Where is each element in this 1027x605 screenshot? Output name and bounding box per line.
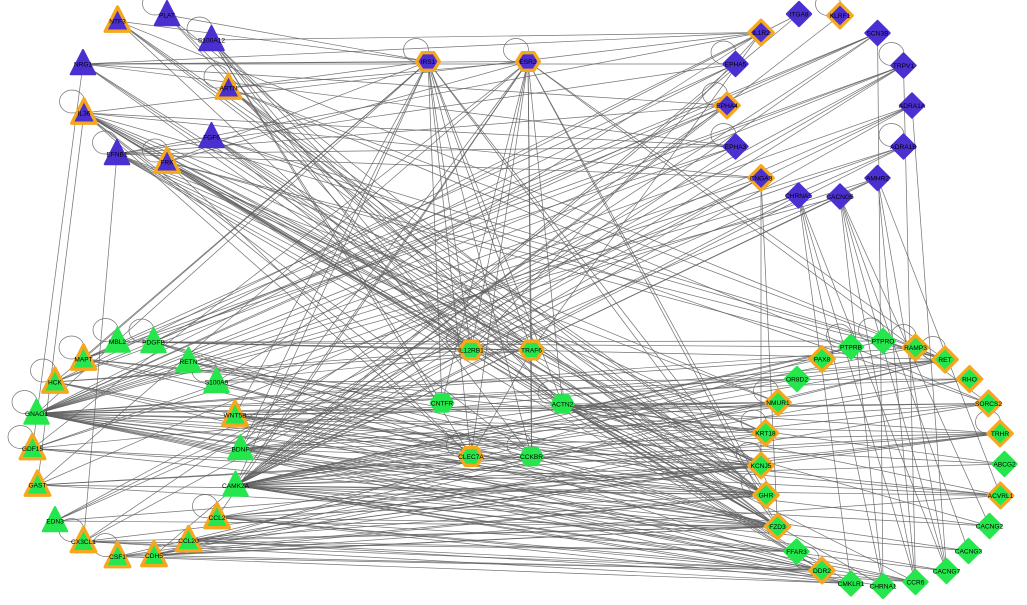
svg-text:ESR2: ESR2 — [519, 59, 537, 66]
svg-text:KRT18: KRT18 — [755, 431, 776, 438]
svg-text:EPHA3: EPHA3 — [725, 144, 747, 151]
svg-text:IL12RB1: IL12RB1 — [458, 348, 484, 355]
svg-text:CX3CL1: CX3CL1 — [71, 539, 96, 546]
svg-text:RAMP3: RAMP3 — [904, 345, 927, 352]
svg-text:CACNG3: CACNG3 — [955, 549, 983, 556]
svg-text:SCN3B: SCN3B — [867, 31, 890, 38]
svg-text:PTPRO: PTPRO — [872, 339, 895, 346]
svg-text:DDR2: DDR2 — [813, 568, 831, 575]
svg-text:CNTFR: CNTFR — [431, 401, 454, 408]
svg-text:CHRNA1: CHRNA1 — [869, 584, 896, 591]
svg-text:TRHR: TRHR — [991, 431, 1010, 438]
svg-text:MBL2: MBL2 — [109, 339, 127, 346]
svg-text:PLAT: PLAT — [159, 13, 175, 20]
svg-text:RETN: RETN — [180, 359, 198, 366]
svg-text:ARTN: ARTN — [220, 86, 238, 93]
svg-text:RHO: RHO — [962, 377, 977, 384]
svg-text:ACTN2: ACTN2 — [552, 402, 574, 409]
svg-text:CCL2: CCL2 — [209, 515, 226, 522]
svg-text:GDF15: GDF15 — [22, 446, 44, 453]
svg-text:CCL20: CCL20 — [178, 538, 199, 545]
svg-text:CMKLR1: CMKLR1 — [838, 581, 865, 588]
svg-text:ADRA1B: ADRA1B — [890, 144, 917, 151]
svg-text:CDH5: CDH5 — [145, 553, 163, 560]
svg-text:EPHA5: EPHA5 — [725, 62, 747, 69]
svg-text:FRK: FRK — [160, 160, 174, 167]
svg-text:CAMK2A: CAMK2A — [222, 483, 250, 490]
svg-text:CLEC7A: CLEC7A — [458, 454, 484, 461]
svg-text:KCNJ5: KCNJ5 — [751, 463, 772, 470]
svg-text:TRPV1: TRPV1 — [893, 63, 915, 70]
svg-text:ABCG2: ABCG2 — [993, 462, 1016, 469]
svg-text:NTF3: NTF3 — [109, 19, 126, 26]
svg-text:ITGA8: ITGA8 — [789, 12, 808, 19]
svg-text:AMHR2: AMHR2 — [866, 176, 889, 183]
svg-text:GNAO1: GNAO1 — [25, 411, 48, 418]
svg-text:MAPT: MAPT — [74, 357, 92, 364]
svg-text:FZD3: FZD3 — [769, 524, 786, 531]
svg-text:HCK: HCK — [48, 380, 63, 387]
svg-text:CSF1: CSF1 — [109, 554, 126, 561]
svg-text:NRG1: NRG1 — [74, 62, 93, 69]
svg-text:CNGA3: CNGA3 — [750, 176, 773, 183]
svg-text:ACVRL1: ACVRL1 — [988, 493, 1014, 500]
svg-text:CACNG7: CACNG7 — [933, 569, 961, 576]
svg-text:CCR6: CCR6 — [907, 580, 925, 587]
svg-text:FFAR3: FFAR3 — [786, 549, 807, 556]
svg-text:OR8D2: OR8D2 — [786, 377, 808, 384]
svg-text:RET: RET — [938, 357, 951, 364]
svg-text:WNT5B: WNT5B — [223, 413, 247, 420]
svg-text:EFNB1: EFNB1 — [106, 152, 128, 159]
svg-text:IRS1: IRS1 — [421, 59, 436, 66]
svg-text:EPHA4: EPHA4 — [716, 103, 738, 110]
svg-text:EDN3: EDN3 — [46, 519, 64, 526]
svg-text:S100A12: S100A12 — [198, 38, 225, 45]
svg-text:ADRA1A: ADRA1A — [899, 103, 926, 110]
svg-text:CCKBR: CCKBR — [520, 454, 543, 461]
svg-text:GHR: GHR — [759, 493, 774, 500]
svg-text:CACNG2: CACNG2 — [976, 524, 1004, 531]
svg-text:PDGFB: PDGFB — [142, 340, 165, 347]
svg-text:IL36: IL36 — [78, 111, 91, 118]
svg-text:KLRF1: KLRF1 — [830, 13, 851, 20]
svg-text:NMUR1: NMUR1 — [766, 400, 790, 407]
svg-text:TRAF6: TRAF6 — [521, 348, 542, 355]
svg-text:S100A9: S100A9 — [205, 380, 229, 387]
svg-text:CACNG5: CACNG5 — [826, 194, 854, 201]
svg-text:PAX8: PAX8 — [814, 357, 831, 364]
svg-text:BDNF: BDNF — [232, 447, 250, 454]
svg-text:GAST: GAST — [29, 483, 47, 490]
svg-text:SORCS2: SORCS2 — [975, 401, 1002, 408]
svg-text:CHRNA5: CHRNA5 — [785, 193, 812, 200]
svg-text:FGF6: FGF6 — [203, 135, 220, 142]
svg-text:PTPRB: PTPRB — [840, 345, 863, 352]
svg-text:IL1R2: IL1R2 — [752, 30, 770, 37]
